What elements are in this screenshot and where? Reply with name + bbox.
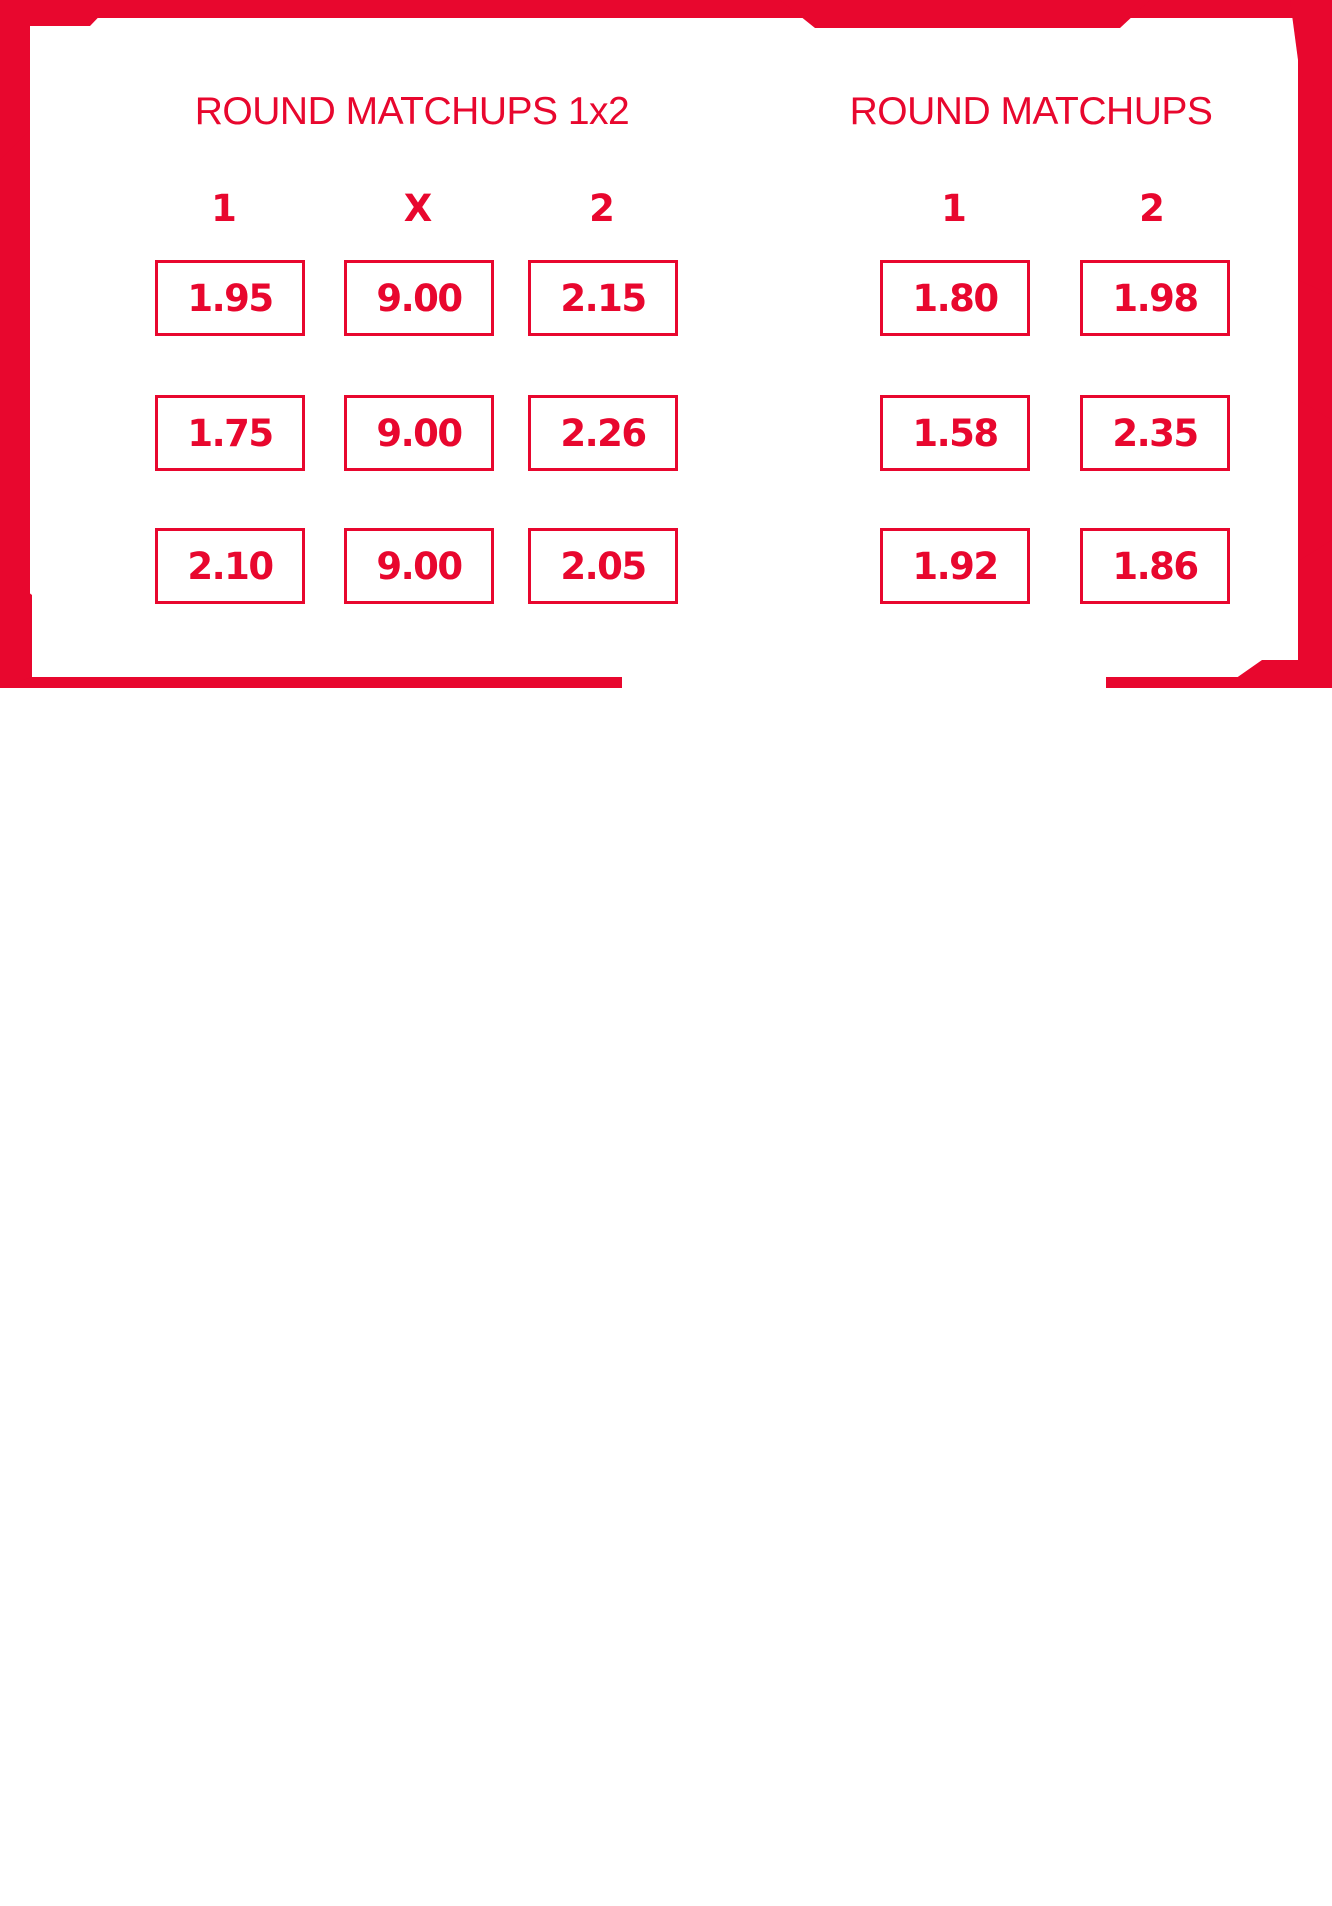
odds-button[interactable]: 1.80 <box>880 260 1030 336</box>
frame-bottom-right-edge <box>1106 677 1332 688</box>
frame-top-left-corner <box>0 0 115 160</box>
odds-button[interactable]: 2.26 <box>528 395 678 471</box>
odds-button[interactable]: 1.58 <box>880 395 1030 471</box>
frame-bottom-gap <box>622 676 1106 690</box>
odds-button[interactable]: 9.00 <box>344 260 494 336</box>
odds-button[interactable]: 1.92 <box>880 528 1030 604</box>
odds-button[interactable]: 2.15 <box>528 260 678 336</box>
frame-top-notch <box>780 0 1150 28</box>
frame-left-tab <box>0 380 30 490</box>
decorative-frame <box>0 0 1332 690</box>
column-head-away: 2 <box>1139 187 1165 230</box>
odds-button[interactable]: 9.00 <box>344 528 494 604</box>
column-head-away: 2 <box>589 187 615 230</box>
odds-button[interactable]: 1.95 <box>155 260 305 336</box>
odds-button[interactable]: 9.00 <box>344 395 494 471</box>
odds-button[interactable]: 1.86 <box>1080 528 1230 604</box>
odds-button[interactable]: 2.05 <box>528 528 678 604</box>
odds-button[interactable]: 2.10 <box>155 528 305 604</box>
column-head-draw: X <box>403 187 433 230</box>
frame-top-right-corner <box>1290 0 1332 100</box>
odds-button[interactable]: 2.35 <box>1080 395 1230 471</box>
market-12-title: ROUND MATCHUPS <box>849 90 1213 133</box>
frame-bottom-left-corner <box>0 570 32 688</box>
odds-button[interactable]: 1.75 <box>155 395 305 471</box>
frame-right-tab <box>1298 280 1332 420</box>
column-head-home: 1 <box>941 187 967 230</box>
market-1x2-title: ROUND MATCHUPS 1x2 <box>194 90 630 133</box>
column-head-home: 1 <box>211 187 237 230</box>
odds-button[interactable]: 1.98 <box>1080 260 1230 336</box>
frame-bottom-right-corner <box>1222 540 1332 688</box>
